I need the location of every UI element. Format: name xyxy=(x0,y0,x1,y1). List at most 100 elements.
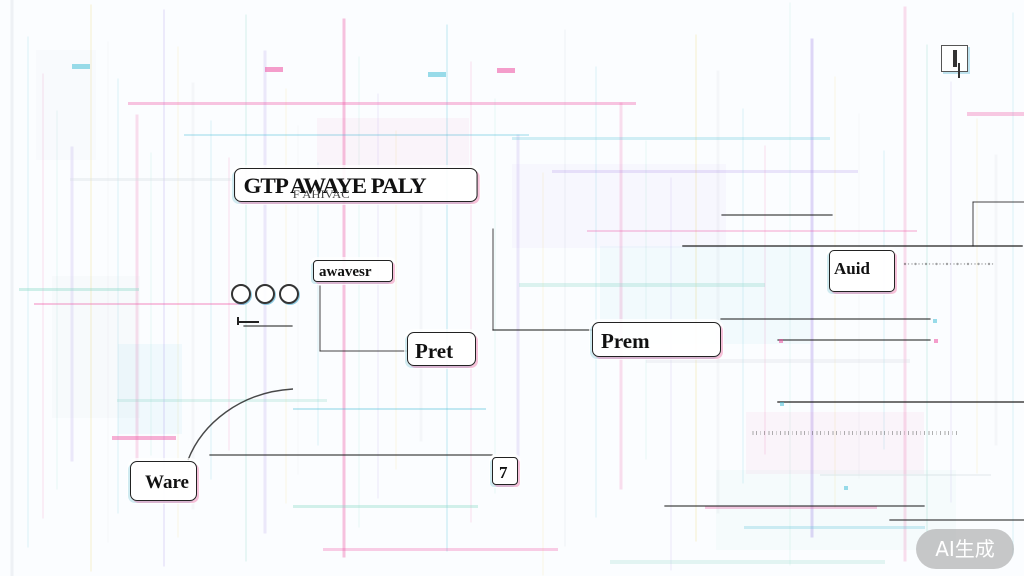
lower-right-dotted-row-mark xyxy=(784,431,786,435)
lower-right-dotted-row-mark xyxy=(800,431,802,435)
title-node: GTP AWAYE PALY F AHIVAC xyxy=(234,168,478,202)
lower-right-dotted-row-mark xyxy=(944,431,946,435)
right-dotted-row-mark xyxy=(924,262,928,266)
lower-right-dotted-row-mark xyxy=(752,431,754,435)
right-dotted-row-mark xyxy=(949,263,952,265)
right-dotted-row-mark xyxy=(970,263,973,265)
lower-right-dotted-row-mark xyxy=(916,431,917,435)
lower-right-dotted-row-mark xyxy=(856,431,857,435)
number-badge: 7 xyxy=(492,457,518,485)
left-ware-label: Ware xyxy=(145,472,189,493)
horizontal-glitch-strip xyxy=(70,178,300,181)
right-dotted-row-mark xyxy=(987,262,991,266)
small-glitch-mark xyxy=(428,72,446,77)
lower-right-dotted-row-mark xyxy=(932,431,933,435)
pale-glitch-block xyxy=(118,344,182,434)
right-dotted-row-mark xyxy=(984,263,987,265)
lower-right-dotted-row-mark xyxy=(836,431,837,435)
horizontal-glitch-strip xyxy=(552,170,858,173)
ai-generated-watermark: AI生成 xyxy=(916,529,1014,569)
small-glitch-mark xyxy=(933,319,937,323)
right-dotted-row-mark xyxy=(903,262,907,266)
lower-right-dotted-row-mark xyxy=(904,431,905,435)
horizontal-glitch-strip xyxy=(19,288,139,291)
small-tag-label: awavesr xyxy=(319,264,372,280)
lower-right-dotted-row-mark xyxy=(876,431,877,435)
prem-label: Prem xyxy=(601,329,650,353)
horizontal-glitch-strip xyxy=(128,102,636,105)
horizontal-glitch-strip xyxy=(646,359,910,363)
lower-right-dotted-row-mark xyxy=(900,431,901,435)
small-glitch-mark xyxy=(780,402,784,406)
lower-right-dotted-row-mark xyxy=(892,431,893,435)
small-glitch-mark xyxy=(934,339,938,343)
lower-right-dotted-row-mark xyxy=(832,431,834,435)
small-glitch-mark xyxy=(72,64,90,69)
lower-right-dotted-row-mark xyxy=(844,431,845,435)
lower-right-dotted-row-mark xyxy=(788,431,789,435)
cluster-circle xyxy=(279,284,299,304)
right-dotted-row-mark xyxy=(907,263,910,265)
lower-right-dotted-row-mark xyxy=(920,431,921,435)
pale-glitch-block xyxy=(512,164,726,248)
number-badge-label: 7 xyxy=(499,463,508,482)
lower-right-dotted-row-mark xyxy=(816,431,818,435)
lower-right-dotted-row-mark xyxy=(760,431,761,435)
horizontal-glitch-strip xyxy=(820,474,991,476)
lower-right-dotted-row-mark xyxy=(912,431,914,435)
lower-right-dotted-row-mark xyxy=(840,431,841,435)
small-glitch-mark xyxy=(779,339,783,343)
horizontal-glitch-strip xyxy=(705,506,877,509)
right-dotted-row-mark xyxy=(942,263,945,265)
right-auid-node: Auid xyxy=(829,250,895,292)
cluster-circle xyxy=(231,284,251,304)
lower-right-dotted-row-mark xyxy=(820,431,821,435)
pale-glitch-block xyxy=(716,470,956,550)
pret-node: Pret xyxy=(407,332,476,366)
right-dotted-row-mark xyxy=(928,263,931,265)
circle-cluster xyxy=(207,282,299,308)
horizontal-glitch-strip xyxy=(587,230,917,232)
right-dotted-row-mark xyxy=(966,262,970,266)
lower-right-dotted-row-mark xyxy=(888,431,889,435)
lower-right-dotted-row-mark xyxy=(756,431,757,435)
right-dotted-row-mark xyxy=(963,263,966,265)
right-dotted-row-mark xyxy=(991,263,994,265)
small-tag-node: awavesr xyxy=(313,260,393,282)
lower-right-dotted-row-mark xyxy=(928,431,930,435)
ai-generated-watermark-label: AI生成 xyxy=(935,537,995,561)
lower-right-dotted-row-mark xyxy=(792,431,793,435)
lower-right-dotted-row-mark xyxy=(796,431,797,435)
right-dotted-row-mark xyxy=(974,263,976,265)
pret-label: Pret xyxy=(415,339,454,363)
left-ware-node: Ware xyxy=(130,461,197,501)
horizontal-glitch-strip xyxy=(184,134,529,136)
prem-node: Prem xyxy=(592,322,721,357)
lower-right-dotted-row-mark xyxy=(896,431,898,435)
right-dotted-row-mark xyxy=(939,263,941,265)
lower-right-dotted-row-mark xyxy=(768,431,770,435)
lower-right-dotted-row-mark xyxy=(808,431,809,435)
right-dotted-row-mark xyxy=(960,263,962,265)
lower-right-dotted-row-mark xyxy=(952,431,953,435)
cluster-circle xyxy=(255,284,275,304)
lower-right-dotted-row-mark xyxy=(880,431,882,435)
lower-right-dotted-row-mark xyxy=(924,431,925,435)
lower-right-dotted-row-mark xyxy=(868,431,869,435)
title-node-sub-label: F AHIVAC xyxy=(292,187,350,201)
lower-right-dotted-row-mark xyxy=(764,431,765,435)
horizontal-glitch-strip xyxy=(293,505,478,508)
lower-right-dotted-row-mark xyxy=(884,431,885,435)
lower-right-dotted-row-mark xyxy=(780,431,781,435)
curved-connection-line xyxy=(187,388,294,461)
horizontal-glitch-strip xyxy=(610,560,885,564)
lower-right-dotted-row-mark xyxy=(772,431,773,435)
lower-right-dotted-row-mark xyxy=(940,431,941,435)
small-glitch-mark xyxy=(265,67,283,72)
pale-glitch-block xyxy=(746,412,924,474)
right-dotted-row-mark xyxy=(911,263,913,265)
right-dotted-row-mark xyxy=(945,262,949,266)
pale-glitch-block xyxy=(52,276,140,418)
right-dotted-row-mark xyxy=(932,263,934,265)
